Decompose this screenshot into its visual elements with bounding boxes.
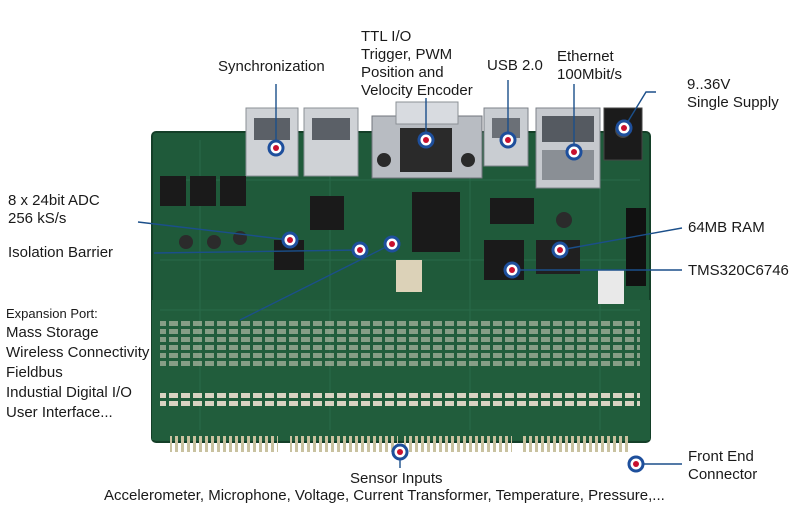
capacitors	[179, 212, 572, 249]
expansion-item: Industial Digital I/O	[6, 384, 132, 401]
expansion-item: Wireless Connectivity	[6, 344, 150, 361]
label-supply: 9..36V Single Supply	[687, 76, 779, 111]
label-isolation: Isolation Barrier	[8, 244, 114, 261]
leader-adc	[137, 221, 291, 241]
marker-usb	[499, 131, 517, 149]
pin-headers	[170, 436, 630, 452]
marker-ethernet	[565, 143, 583, 161]
integrated-circuits	[160, 176, 646, 304]
label-ttl-io: TTL I/O Trigger, PWM Position and Veloci…	[361, 28, 473, 99]
marker-dsp	[503, 261, 521, 279]
marker-sync	[267, 139, 285, 157]
marker-adc	[281, 231, 299, 249]
label-adc: 8 x 24bit ADC 256 kS/s	[8, 192, 100, 227]
leader-expansion	[239, 243, 393, 321]
label-ethernet: Ethernet 100Mbit/s	[557, 48, 623, 83]
marker-supply	[615, 119, 633, 137]
label-ram: 64MB RAM	[688, 219, 765, 236]
ethernet-jack	[535, 107, 601, 189]
markers	[267, 119, 645, 473]
sensor-channels	[160, 320, 640, 408]
marker-sensor	[391, 443, 409, 461]
label-usb: USB 2.0	[487, 57, 543, 74]
label-synchronization: Synchronization	[218, 58, 325, 75]
marker-front-end	[627, 455, 645, 473]
leader-ram	[559, 227, 683, 251]
leader-supply	[623, 91, 656, 129]
expansion-item: Mass Storage	[6, 324, 99, 341]
label-expansion-title: Expansion Port:	[6, 306, 98, 321]
expansion-item: Fieldbus	[6, 364, 63, 381]
marker-isolation	[351, 241, 369, 259]
leader-isolation	[153, 249, 361, 254]
marker-ram	[551, 241, 569, 259]
marker-ttl	[417, 131, 435, 149]
label-dsp: TMS320C6746	[688, 262, 789, 279]
marker-expansion	[383, 235, 401, 253]
expansion-item: User Interface...	[6, 404, 113, 421]
label-front-end: Front End Connector	[688, 448, 758, 483]
label-sensor-title: Sensor Inputs	[350, 470, 443, 487]
label-sensor-list: Accelerometer, Microphone, Voltage, Curr…	[104, 487, 665, 504]
